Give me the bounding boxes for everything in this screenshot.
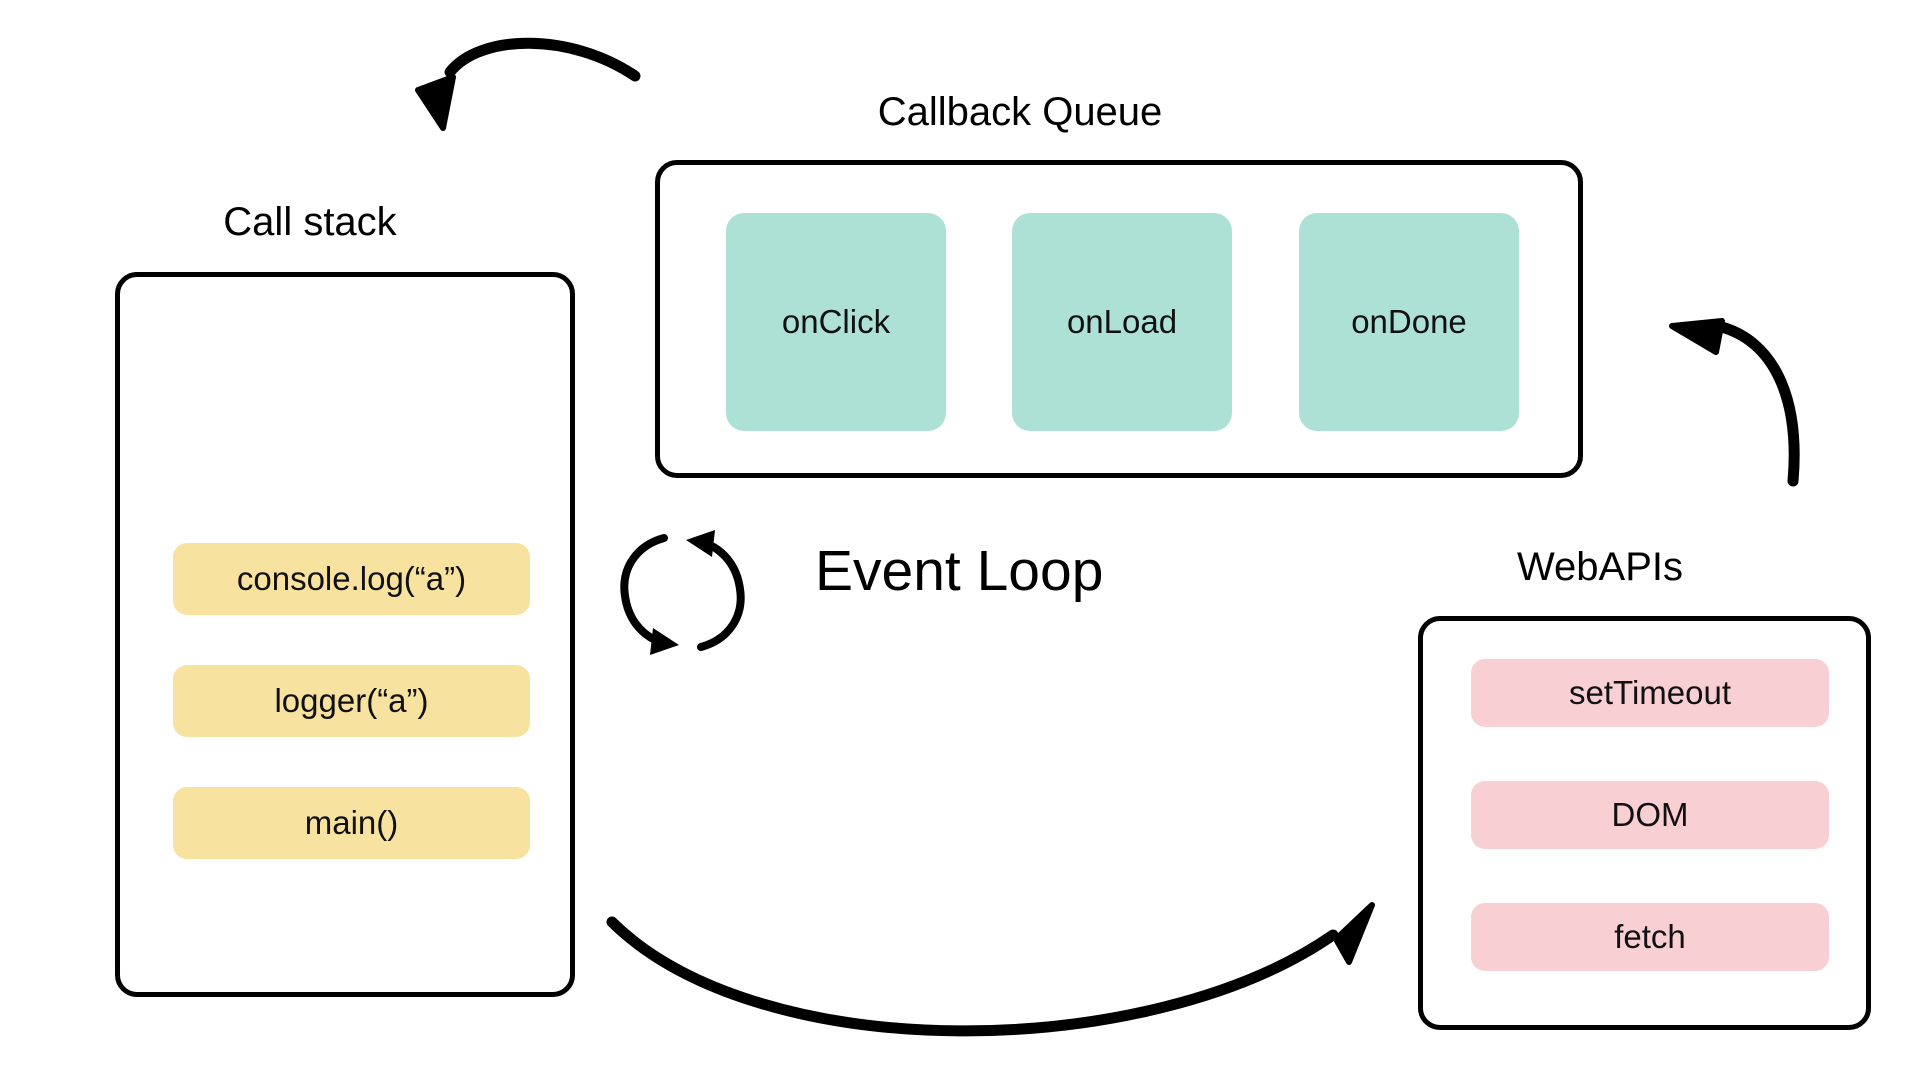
callback-queue-item: onLoad <box>1012 213 1232 431</box>
callback-queue-panel: onClick onLoad onDone <box>655 160 1583 478</box>
callback-queue-item: onDone <box>1299 213 1519 431</box>
call-stack-panel: console.log(“a”) logger(“a”) main() <box>115 272 575 997</box>
webapi-item: fetch <box>1471 903 1829 971</box>
arrow-call-stack-to-webapis <box>606 902 1375 1037</box>
webapis-panel: setTimeout DOM fetch <box>1418 616 1871 1030</box>
call-stack-title: Call stack <box>223 200 397 244</box>
call-stack-frame: main() <box>173 787 530 859</box>
arrow-webapis-to-callback-queue <box>1669 318 1800 487</box>
webapis-title: WebAPIs <box>1517 545 1683 589</box>
call-stack-frame: console.log(“a”) <box>173 543 530 615</box>
call-stack-frame: logger(“a”) <box>173 665 530 737</box>
event-loop-label: Event Loop <box>815 539 1104 603</box>
arrow-queue-to-call-stack <box>415 37 641 131</box>
callback-queue-title: Callback Queue <box>877 90 1163 134</box>
event-loop-group: Event Loop <box>615 520 1195 660</box>
webapi-item: setTimeout <box>1471 659 1829 727</box>
callback-queue-item: onClick <box>726 213 946 431</box>
circular-arrows-icon <box>620 530 745 655</box>
webapi-item: DOM <box>1471 781 1829 849</box>
